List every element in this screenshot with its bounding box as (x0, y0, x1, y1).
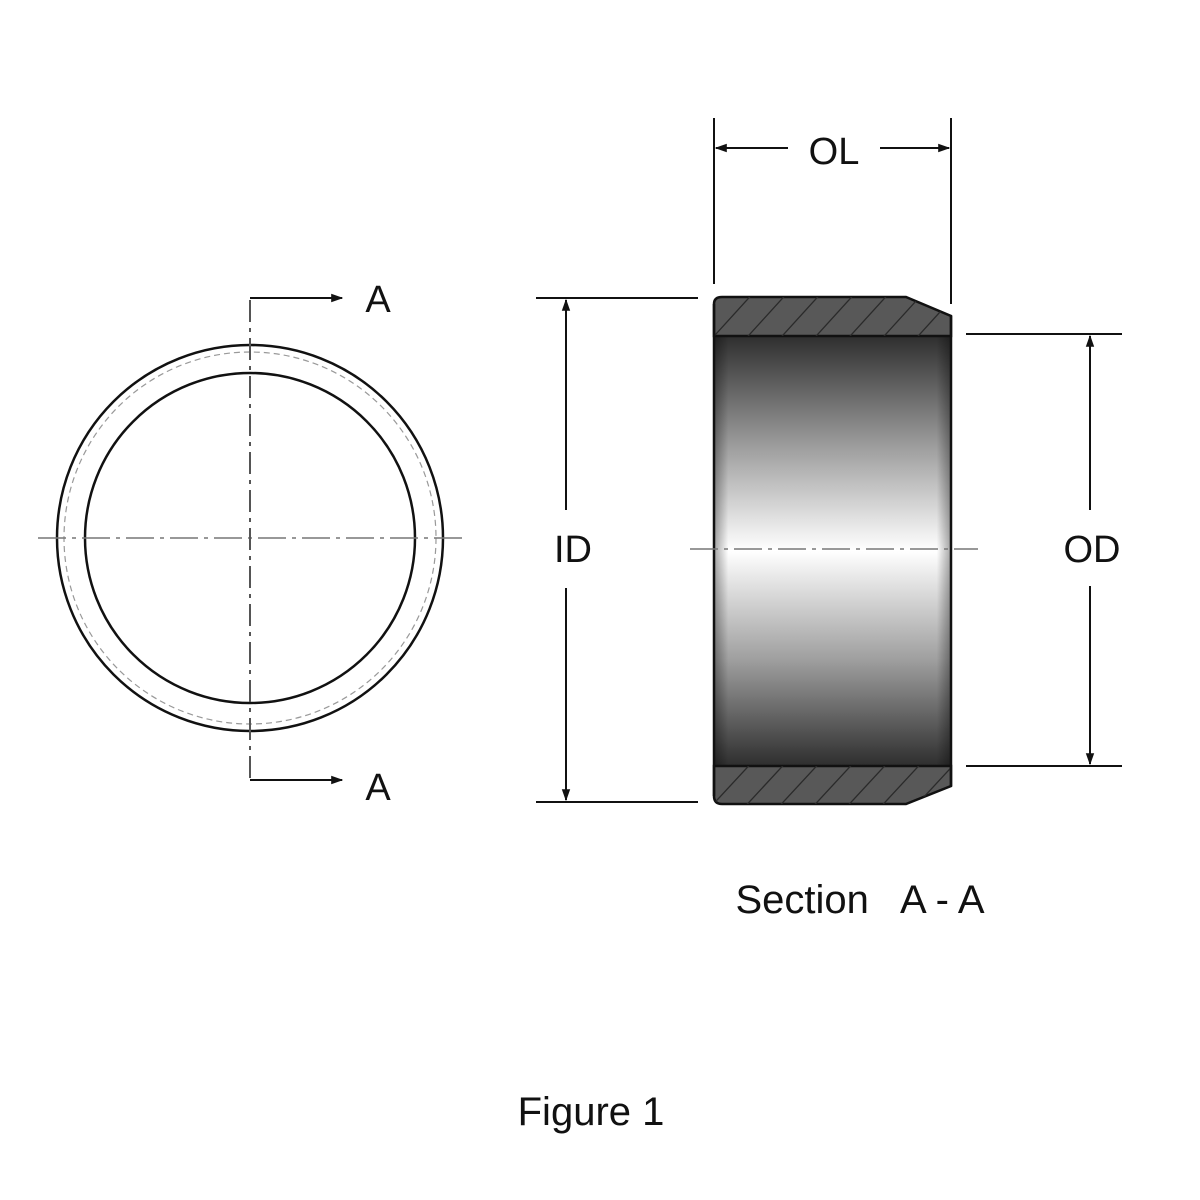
id-dimension: ID (536, 297, 698, 803)
section-view: OL ID OD Section A - A (536, 118, 1122, 922)
id-label: ID (554, 529, 592, 571)
front-view: A A (38, 279, 462, 809)
figure-caption: Figure 1 (518, 1090, 665, 1134)
bore-edge-shade (714, 336, 951, 766)
ol-label: OL (809, 131, 860, 173)
od-label: OD (1064, 529, 1121, 571)
cut-mark-top-label: A (365, 279, 391, 321)
od-dimension: OD (966, 333, 1122, 767)
cut-mark-bottom-label: A (365, 767, 391, 809)
ol-dimension: OL (713, 118, 952, 304)
bottom-wall (712, 764, 953, 806)
top-wall (712, 295, 953, 338)
section-title: Section A - A (735, 878, 984, 922)
